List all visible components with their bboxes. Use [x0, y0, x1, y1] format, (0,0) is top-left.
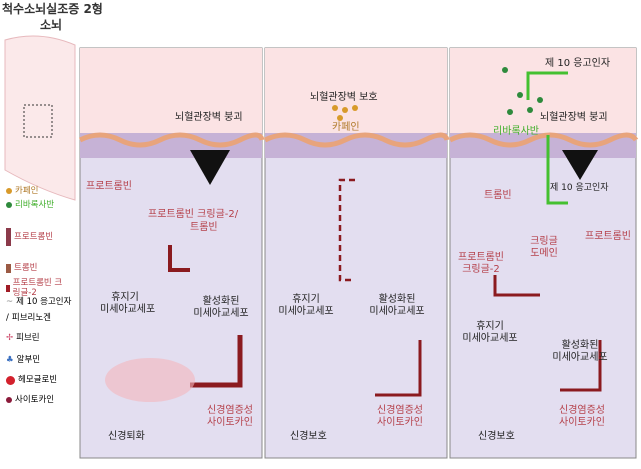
outcome-label: 신경퇴화	[108, 431, 145, 442]
kringle-icon	[6, 284, 10, 292]
legend-item: 프로트롬빈 크링글-2	[6, 278, 66, 298]
legend-item: 트롬빈	[6, 263, 37, 273]
factor-x-top-label: 제 10 응고인자	[545, 58, 611, 69]
legend-item: ~제 10 응고인자	[6, 297, 72, 307]
prothrombin-icon	[6, 228, 11, 246]
legend-item: 헤모글로빈	[6, 375, 57, 385]
legend-item: 프로트롬빈	[6, 228, 53, 246]
bbb-breakdown-label: 뇌혈관장벽 붕괴	[175, 112, 243, 123]
bbb-protection-label: 뇌혈관장벽 보호	[310, 92, 378, 103]
kringle-thrombin-label: 프로트롬빈 크링글-2/	[148, 209, 239, 220]
thrombin-icon	[6, 263, 11, 273]
legend-item: ✢피브린	[6, 333, 40, 343]
cerebellum-illustration	[4, 35, 76, 201]
cytokine-icon	[6, 397, 12, 403]
albumin-icon: ♣	[6, 355, 14, 365]
caffeine-label: 카페인	[332, 122, 360, 133]
outcome-label: 신경보호	[290, 431, 327, 442]
panel-2	[263, 47, 450, 459]
bbb-breakdown-label: 뇌혈관장벽 붕괴	[540, 112, 608, 123]
caffeine-icon	[6, 188, 12, 194]
bbb-breakdown-arrow	[190, 150, 230, 185]
rivaroxaban-inhibition-line	[526, 71, 568, 100]
rivaroxaban-icon	[6, 202, 12, 208]
rivaroxaban-label: 리바록사반	[493, 126, 539, 137]
outcome-label: 신경보호	[478, 431, 515, 442]
prothrombin-label: 프로트롬빈	[585, 231, 631, 242]
hemoglobin-icon	[6, 375, 15, 385]
legend-item: ♣알부민	[6, 355, 41, 365]
caffeine-molecules	[332, 105, 358, 121]
legend-item: 사이토카인	[6, 395, 54, 405]
kringle-thrombin-label-2: 트롬빈	[190, 222, 218, 233]
factor-x-mid-label: 제 10 응고인자	[550, 183, 609, 193]
thrombin-label: 트롬빈	[484, 190, 512, 201]
figure-subtitle: 소뇌	[40, 18, 63, 32]
panel-1	[78, 47, 265, 459]
zoom-box	[23, 104, 53, 138]
figure-title: 척수소뇌실조증 2형	[2, 2, 103, 16]
legend-item: 리바록사반	[6, 200, 54, 210]
prothrombin-label: 프로트롬빈	[86, 181, 132, 192]
panel-3	[448, 47, 639, 459]
legend-item: 카페인	[6, 186, 38, 196]
legend-item: /피브리노겐	[6, 313, 51, 323]
fibrin-icon: ✢	[6, 333, 14, 343]
factor-x-icon: ~	[6, 297, 14, 307]
fibrinogen-icon: /	[6, 313, 9, 323]
